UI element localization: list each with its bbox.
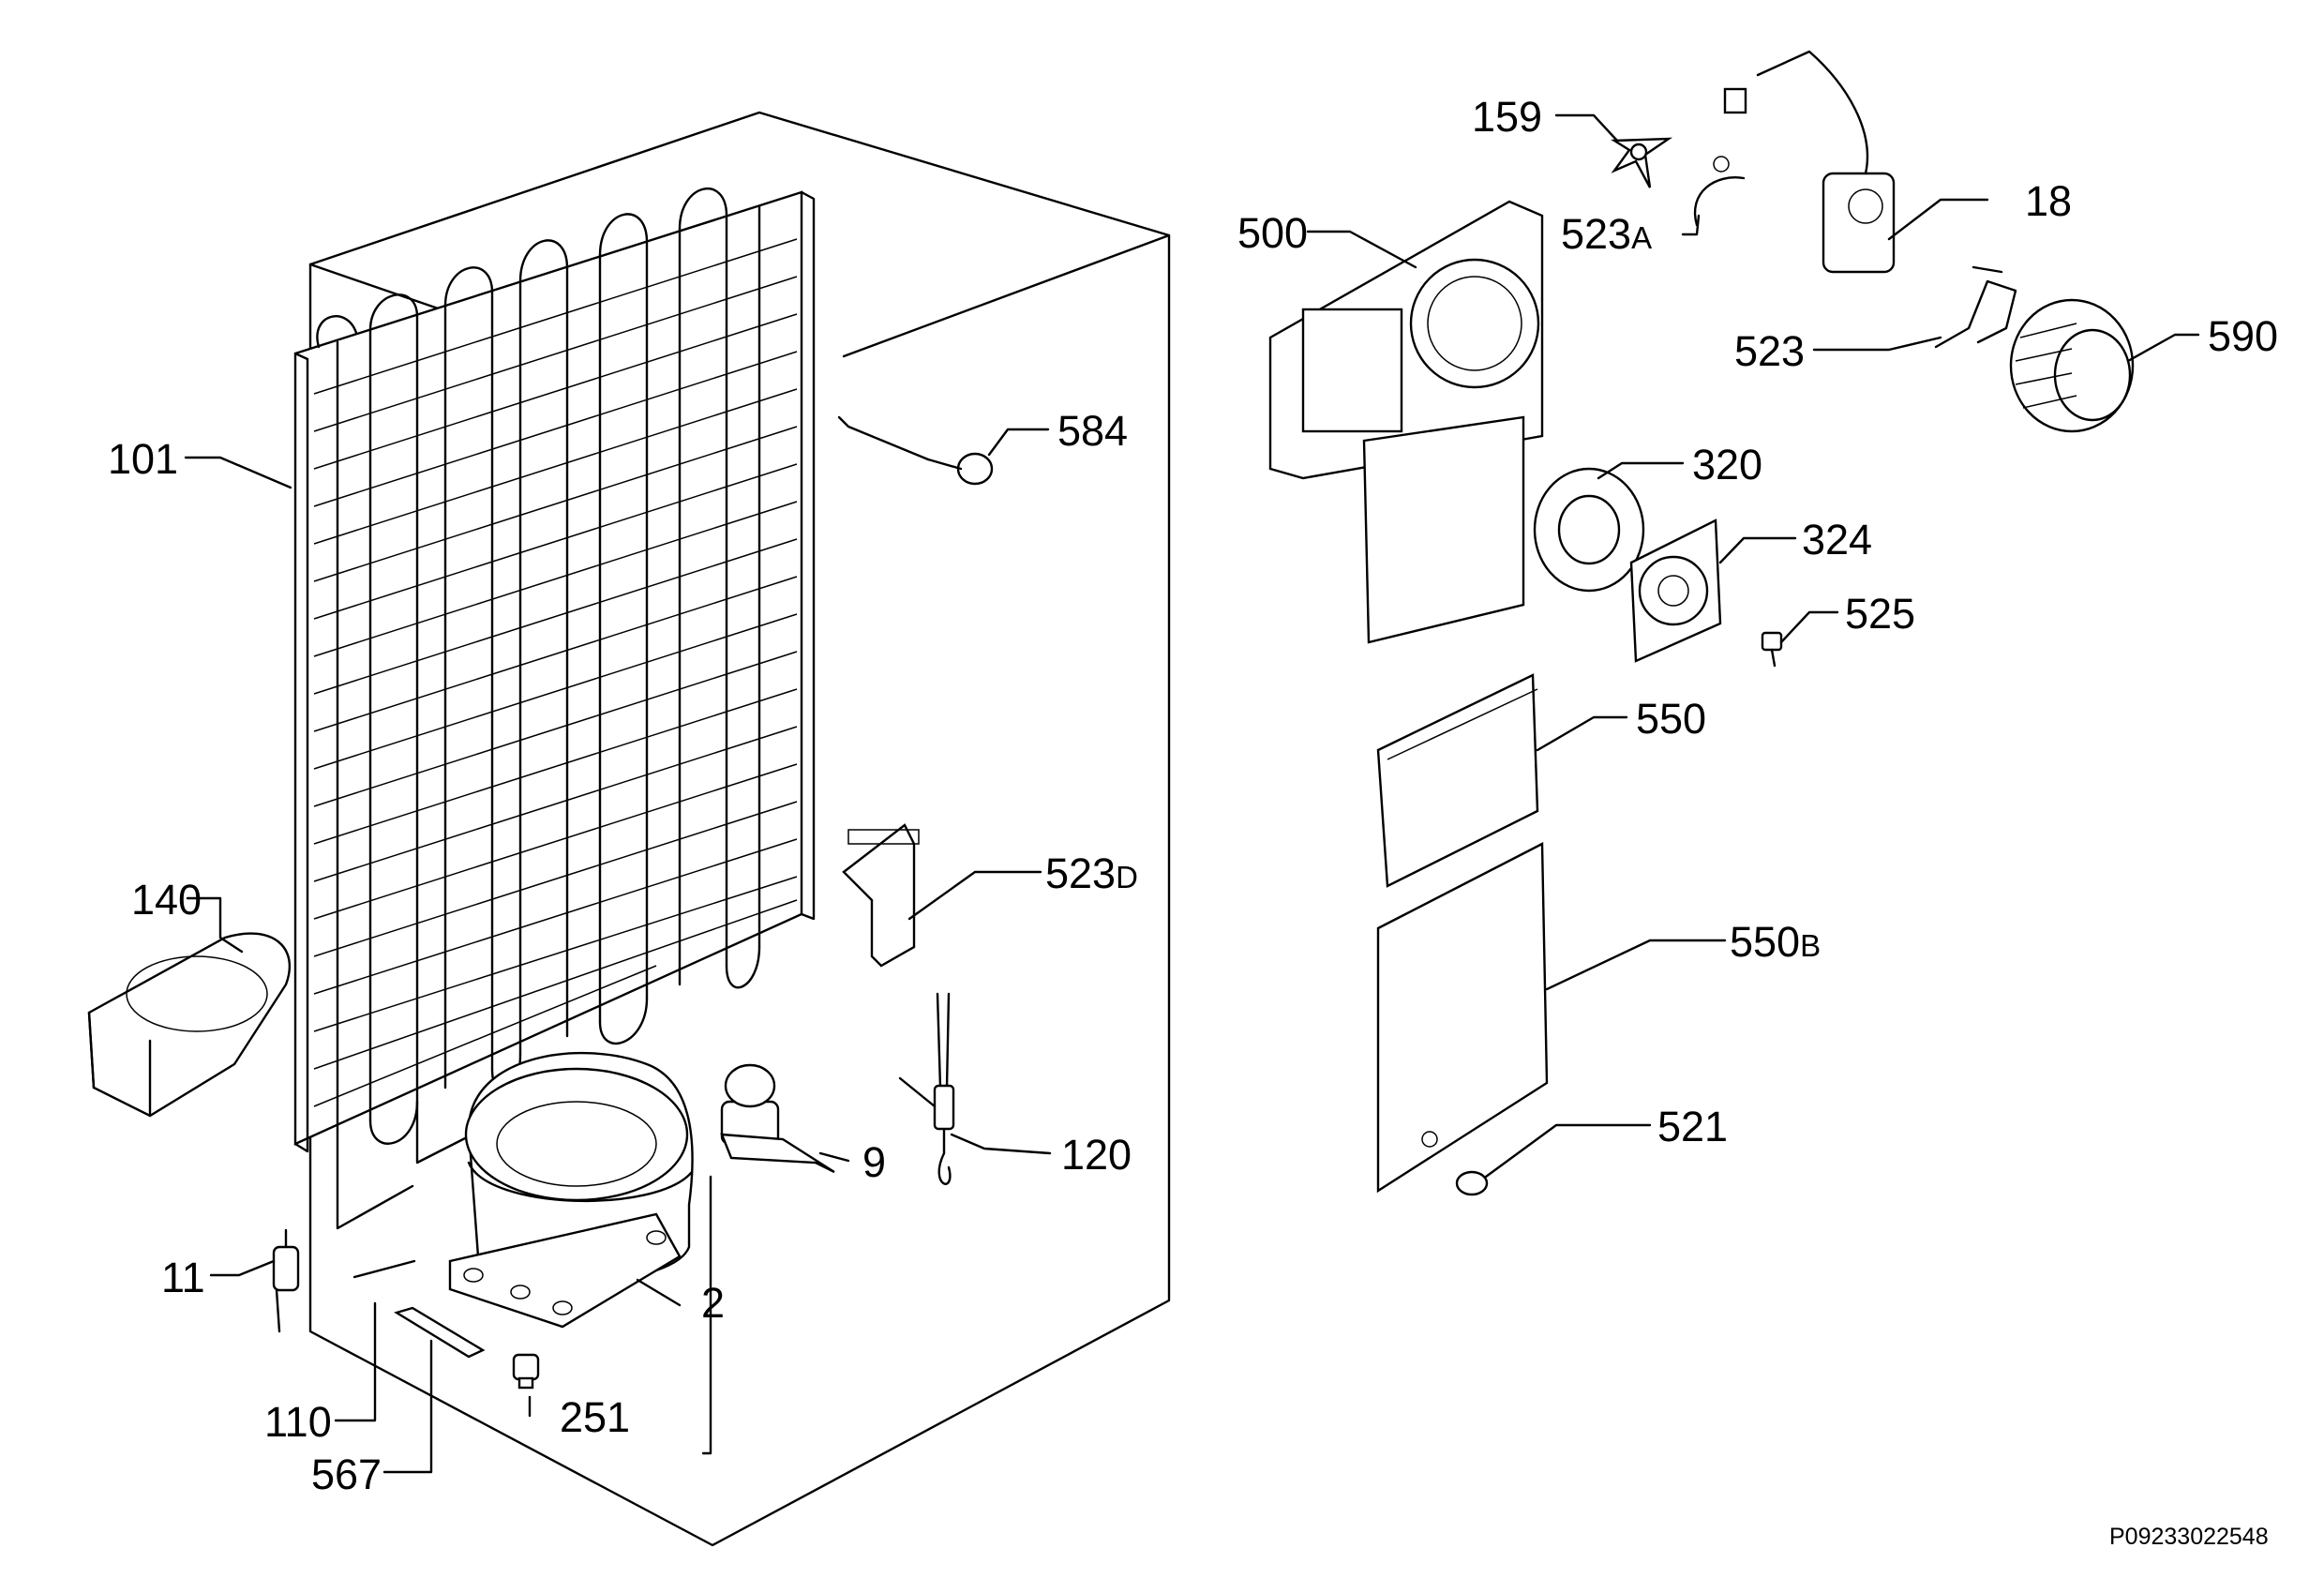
fan-blade-159: [1611, 137, 1673, 188]
bracket-584: [837, 415, 994, 486]
reference-code: P09233022548: [2109, 1524, 2269, 1550]
fan-ring-320: [1533, 467, 1645, 593]
plug-521: [1455, 1170, 1489, 1196]
tube-110: [352, 1259, 416, 1279]
callout-550B: 550B: [1730, 918, 1821, 966]
callout-320: 320: [1692, 441, 1762, 488]
callout-9: 9: [862, 1138, 886, 1186]
thermostat-120: [898, 992, 955, 1185]
callout-18: 18: [2025, 177, 2072, 225]
callout-567: 567: [311, 1450, 382, 1498]
fan-housing-500: [1268, 200, 1544, 644]
condenser-coil: [293, 188, 816, 1230]
callout-523A: 523A: [1561, 210, 1652, 258]
wire-523A: [1694, 156, 1746, 227]
clip-523D: [842, 823, 920, 968]
callout-159: 159: [1472, 93, 1542, 141]
plate-567: [394, 1306, 486, 1359]
clip-525: [1761, 631, 1783, 668]
compressor: [448, 1051, 694, 1329]
motor-18: [1723, 50, 1896, 274]
callout-584: 584: [1057, 407, 1128, 455]
callout-525: 525: [1845, 590, 1915, 638]
callout-590: 590: [2208, 312, 2278, 360]
callout-324: 324: [1802, 516, 1872, 564]
callout-140: 140: [131, 876, 202, 924]
fan-wheel-590: [2009, 298, 2135, 433]
panel-550B: [1376, 842, 1549, 1194]
callout-101: 101: [108, 435, 178, 483]
callout-251: 251: [560, 1393, 630, 1441]
capillary-dryer: [272, 1228, 300, 1333]
callout-11: 11: [161, 1254, 205, 1301]
fan-frame-324: [1629, 518, 1722, 663]
callout-523D: 523D: [1045, 849, 1138, 897]
callout-500: 500: [1237, 209, 1308, 257]
panel-550: [1376, 673, 1539, 888]
harness-523: [1934, 265, 2017, 349]
callout-labels: 101 140 11 110 567 251 2 9 120 523D 584 …: [108, 93, 2278, 1498]
nut-251: [512, 1353, 540, 1390]
callout-521: 521: [1657, 1103, 1728, 1150]
callout-110: 110: [264, 1398, 332, 1446]
relay-9: [720, 1063, 835, 1174]
leader-lines: [184, 113, 2200, 1474]
drain-tray: [87, 932, 292, 1118]
callout-523: 523: [1734, 327, 1805, 375]
callout-2: 2: [701, 1279, 725, 1327]
callout-550: 550: [1636, 695, 1706, 743]
callout-120: 120: [1061, 1131, 1132, 1179]
